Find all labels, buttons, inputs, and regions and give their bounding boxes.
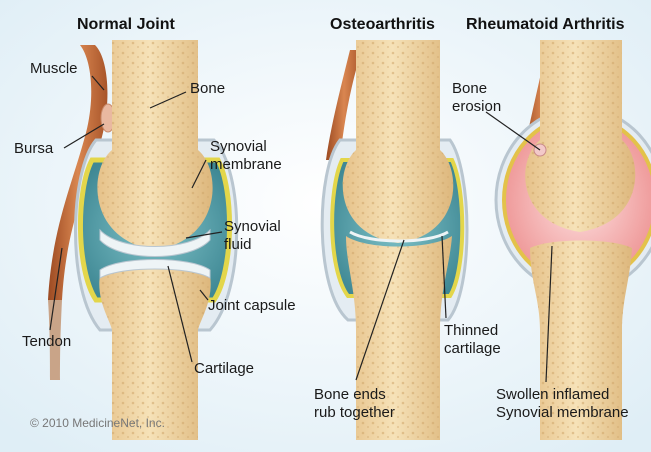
label-cartilage: Cartilage xyxy=(194,360,254,378)
label-thinned-cartilage-line1: Thinned xyxy=(444,322,498,340)
label-bone-erosion-line1: Bone xyxy=(452,80,487,98)
label-synovial-fluid-line1: Synovial xyxy=(224,218,281,236)
copyright-notice: © 2010 MedicineNet, Inc. xyxy=(30,414,165,432)
ra-upper-bone-texture xyxy=(525,40,635,232)
title-normal-joint: Normal Joint xyxy=(77,16,175,34)
label-bone-ends-line1: Bone ends xyxy=(314,386,386,404)
label-swollen-line2: Synovial membrane xyxy=(496,404,629,422)
label-muscle: Muscle xyxy=(30,60,78,78)
label-tendon: Tendon xyxy=(22,333,71,351)
label-joint-capsule: Joint capsule xyxy=(208,297,296,315)
label-bone: Bone xyxy=(190,80,225,98)
label-bursa: Bursa xyxy=(14,140,53,158)
label-bone-erosion-line2: erosion xyxy=(452,98,501,116)
label-swollen-line1: Swollen inflamed xyxy=(496,386,609,404)
label-thinned-cartilage-line2: cartilage xyxy=(444,340,501,358)
oa-upper-bone-texture xyxy=(343,40,454,243)
title-osteoarthritis: Osteoarthritis xyxy=(330,16,435,34)
title-rheumatoid-arthritis: Rheumatoid Arthritis xyxy=(466,16,625,34)
label-bone-ends-line2: rub together xyxy=(314,404,395,422)
upper-bone-texture xyxy=(97,40,212,250)
label-synovial-membrane-line1: Synovial xyxy=(210,138,267,156)
label-synovial-membrane-line2: membrane xyxy=(210,156,282,174)
label-synovial-fluid-line2: fluid xyxy=(224,236,252,254)
